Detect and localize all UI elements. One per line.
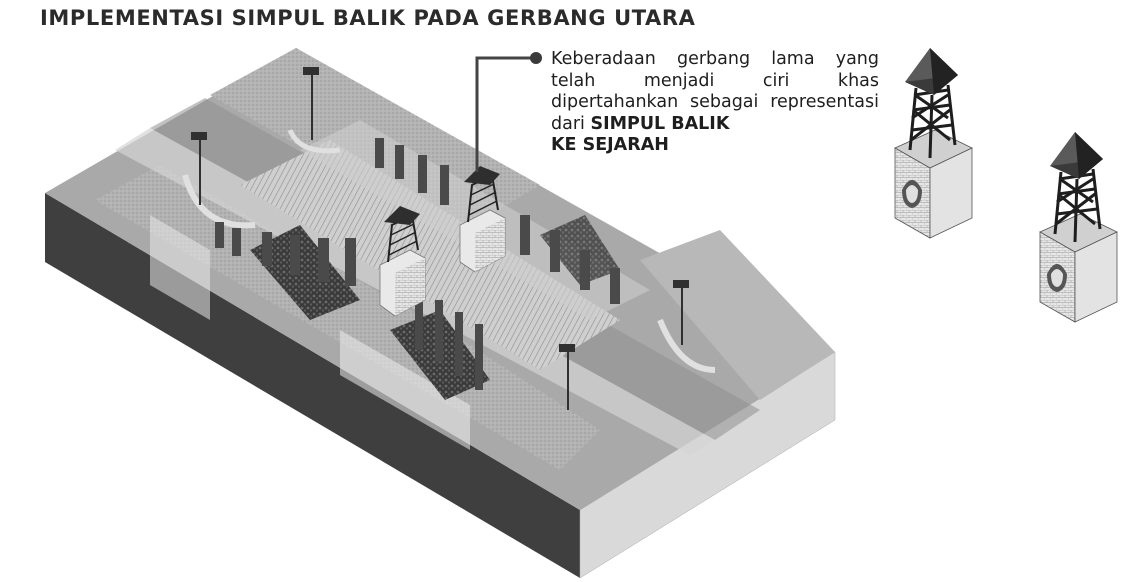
- lamp-head: [191, 132, 207, 140]
- column: [550, 230, 560, 272]
- column: [475, 324, 483, 390]
- callout-text: Keberadaan gerbang lama yang telah menja…: [551, 49, 879, 157]
- column: [520, 215, 530, 255]
- lamp-head: [673, 280, 689, 288]
- column: [435, 300, 443, 362]
- column-rows: [215, 138, 620, 390]
- callout-dot: [530, 52, 542, 64]
- gate-tower-detail-2: [1039, 132, 1118, 323]
- curved-bench: [657, 318, 716, 373]
- page-title: IMPLEMENTASI SIMPUL BALIK PADA GERBANG U…: [40, 6, 696, 30]
- column: [610, 268, 620, 304]
- column: [395, 145, 404, 179]
- gate-tower-right: [459, 166, 506, 273]
- column: [440, 165, 449, 205]
- planter-bed: [250, 225, 360, 320]
- column: [580, 250, 590, 290]
- column: [418, 155, 427, 193]
- callout-body: Keberadaan gerbang lama yang telah menja…: [551, 49, 879, 134]
- curved-bench: [182, 174, 256, 229]
- column: [415, 290, 423, 350]
- column: [232, 228, 241, 256]
- central-plaza: [240, 140, 620, 370]
- column: [345, 238, 356, 286]
- column: [290, 235, 300, 275]
- glass-edge-2: [340, 330, 470, 450]
- gate-tower-left: [379, 206, 426, 317]
- lamp-posts: [191, 67, 689, 410]
- lamp-head: [559, 344, 575, 352]
- right-lawn: [640, 230, 835, 400]
- column: [455, 312, 463, 376]
- column: [215, 222, 224, 248]
- callout-highlight-1: SIMPUL BALIK: [590, 113, 730, 134]
- curved-bench: [287, 128, 341, 154]
- column: [318, 238, 329, 282]
- callout-highlight-2: KE SEJARAH: [551, 135, 669, 155]
- column: [262, 232, 272, 266]
- callout-leader: [475, 52, 542, 172]
- lamp-head: [303, 67, 319, 75]
- column: [375, 138, 384, 168]
- gate-tower-detail-1: [894, 48, 973, 239]
- glass-edge: [150, 215, 210, 320]
